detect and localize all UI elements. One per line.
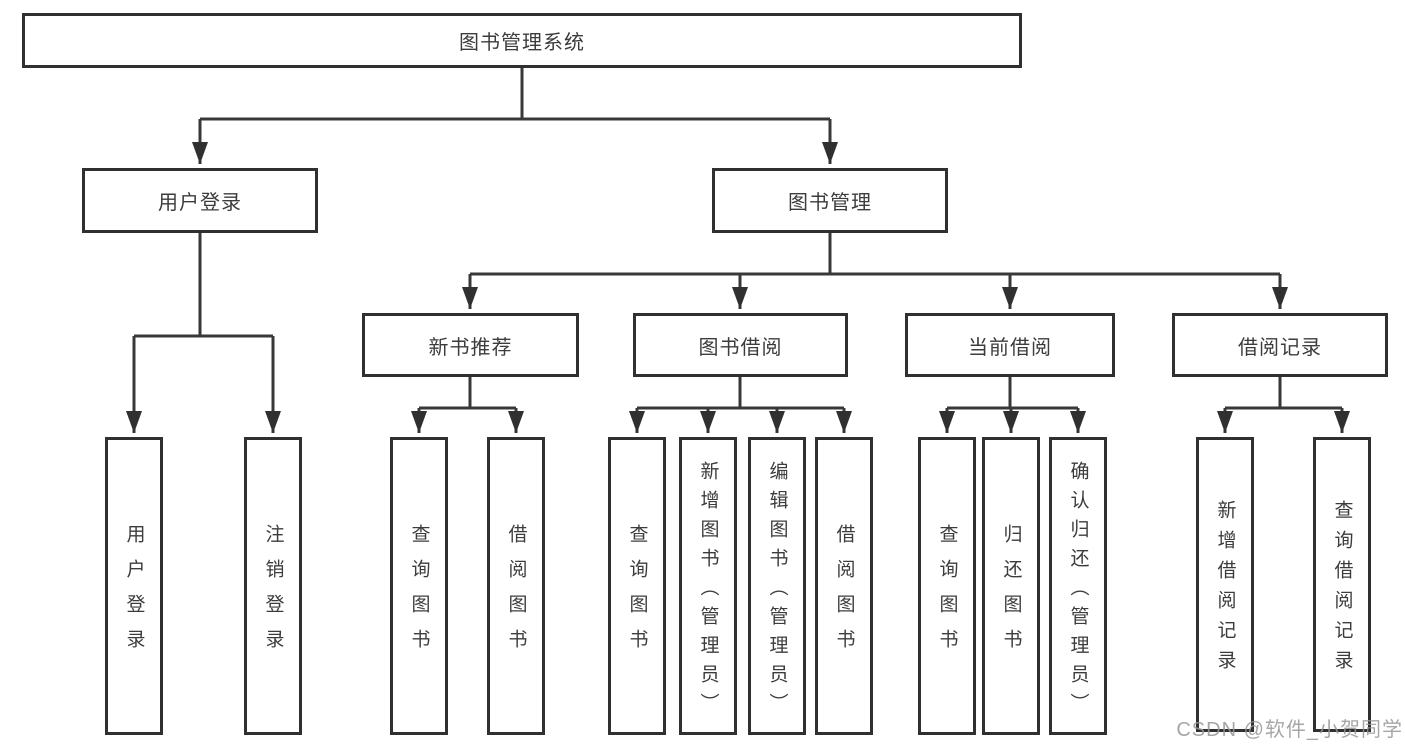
leaf-logout: 注销登录 — [244, 437, 302, 735]
csdn-watermark: CSDN @软件_小贺同学 — [1176, 719, 1403, 741]
leaf-query-borrow-record: 查询借阅记录 — [1313, 437, 1371, 732]
leaf-edit-books-admin: 编辑图书（管理员） — [748, 437, 806, 735]
leaf-user-login: 用户登录 — [105, 437, 163, 735]
leaf-confirm-return-admin: 确认归还（管理员） — [1049, 437, 1107, 735]
node-current-borrow: 当前借阅 — [905, 313, 1115, 377]
node-root: 图书管理系统 — [22, 13, 1022, 68]
node-user-login: 用户登录 — [82, 168, 318, 233]
leaf-add-books-admin: 新增图书（管理员） — [679, 437, 737, 735]
leaf-borrow-books: 借阅图书 — [815, 437, 873, 735]
node-book-management: 图书管理 — [712, 168, 948, 233]
leaf-query-books-borrow: 查询图书 — [608, 437, 666, 735]
node-borrow-records: 借阅记录 — [1172, 313, 1388, 377]
leaf-query-books-recommend: 查询图书 — [390, 437, 448, 735]
node-new-book-recommend: 新书推荐 — [362, 313, 579, 377]
leaf-add-borrow-record: 新增借阅记录 — [1196, 437, 1254, 732]
leaf-borrow-books-recommend: 借阅图书 — [487, 437, 545, 735]
leaf-query-books-current: 查询图书 — [918, 437, 976, 735]
leaf-return-books: 归还图书 — [982, 437, 1040, 735]
node-book-borrow: 图书借阅 — [633, 313, 848, 377]
